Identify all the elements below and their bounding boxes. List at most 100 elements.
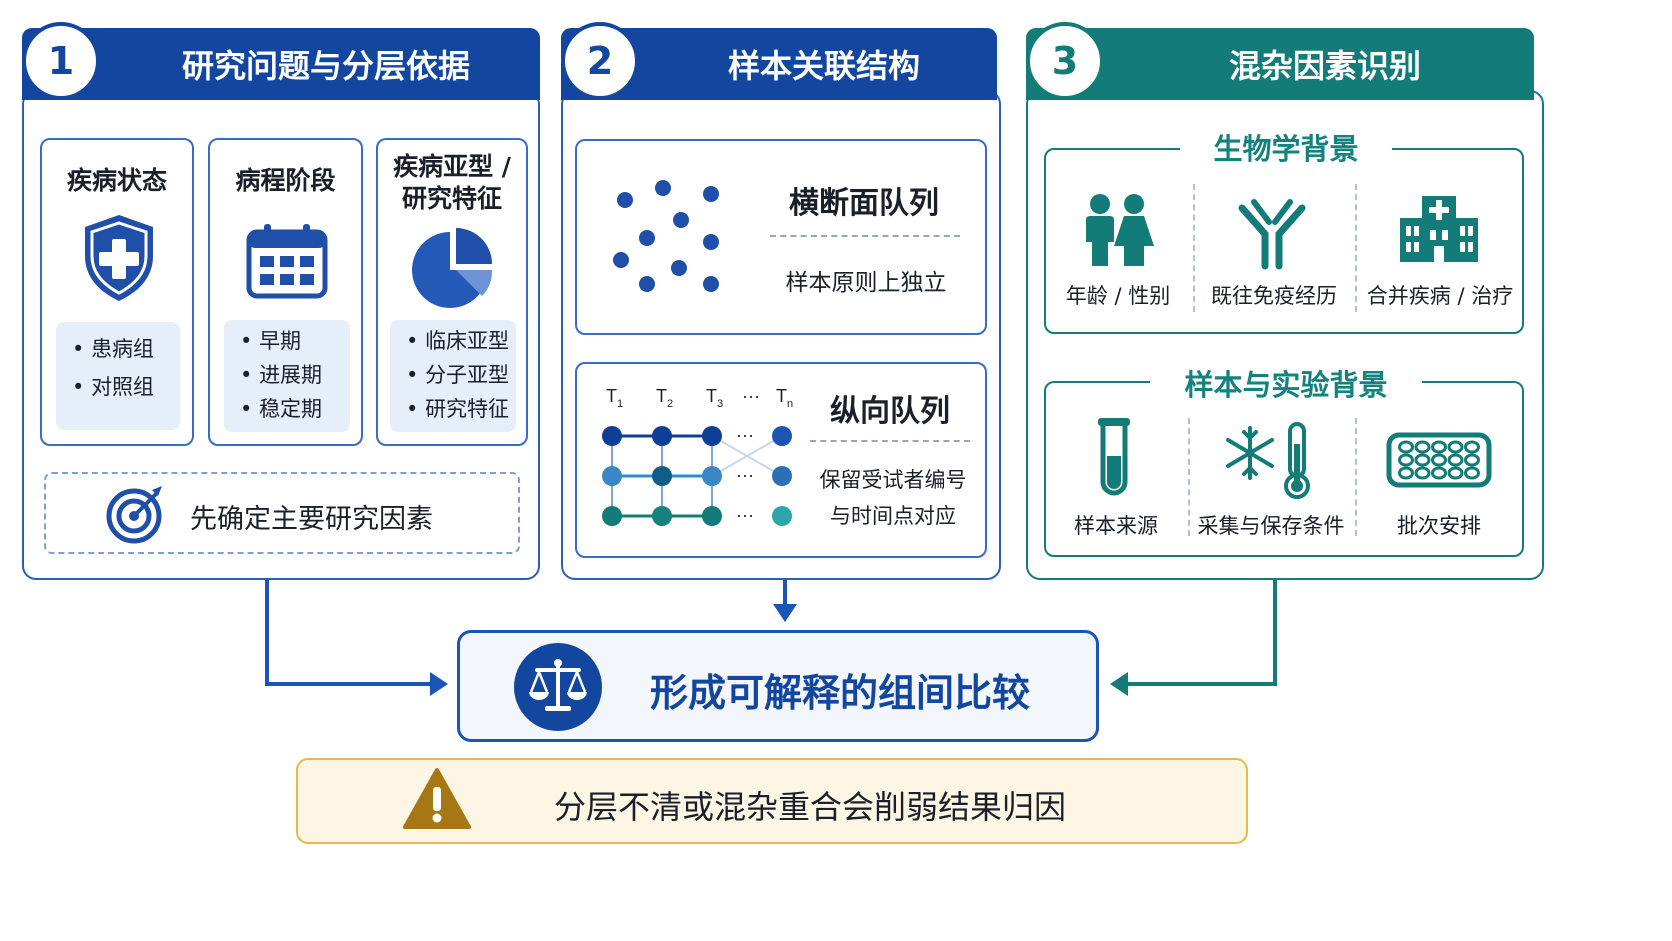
sample-node bbox=[772, 466, 792, 486]
plate-well bbox=[1447, 440, 1464, 454]
list-item: 临床亚型 bbox=[406, 324, 516, 358]
panel3-number: 3 bbox=[1026, 22, 1104, 100]
bio-item-label: 合并疾病 / 治疗 bbox=[1366, 284, 1514, 308]
main-factor-text: 先确定主要研究因素 bbox=[190, 504, 433, 535]
target-icon bbox=[106, 486, 162, 544]
plate-well bbox=[1414, 466, 1431, 480]
plate-well bbox=[1398, 440, 1414, 454]
plate-well bbox=[1447, 453, 1464, 467]
divider bbox=[1193, 184, 1195, 312]
panel3-title: 混杂因素识别 bbox=[1228, 47, 1421, 85]
plate-well bbox=[1414, 440, 1431, 454]
divider bbox=[810, 440, 970, 442]
people-icon bbox=[1086, 194, 1154, 266]
card-list: 患病组 对照组 bbox=[56, 322, 180, 430]
bio-item-label: 既往免疫经历 bbox=[1211, 284, 1337, 308]
plate-well bbox=[1431, 440, 1447, 454]
antibody-icon bbox=[1238, 199, 1306, 270]
sample-node bbox=[702, 466, 722, 486]
biological-background-title: 生物学背景 bbox=[1180, 126, 1392, 168]
plate-well bbox=[1431, 453, 1447, 467]
list-item: 患病组 bbox=[72, 330, 180, 368]
divider bbox=[770, 235, 960, 237]
plate-well bbox=[1464, 466, 1480, 480]
shield-cross-icon bbox=[85, 215, 153, 301]
ellipsis: ··· bbox=[736, 425, 754, 445]
plate-well bbox=[1447, 466, 1464, 480]
list-item: 分子亚型 bbox=[406, 358, 516, 392]
bio-item-label: 年龄 / 性别 bbox=[1065, 284, 1171, 308]
longitudinal-title: 纵向队列 bbox=[830, 394, 950, 429]
sample-node bbox=[772, 506, 792, 526]
timepoint-link bbox=[711, 435, 783, 477]
card-title-line2: 研究特征 bbox=[401, 184, 502, 213]
list-item: 研究特征 bbox=[406, 392, 516, 426]
arrow-left-head bbox=[430, 672, 448, 696]
sample-node bbox=[602, 426, 622, 446]
warning-icon bbox=[403, 768, 471, 829]
plate-well bbox=[1398, 453, 1414, 467]
balance-scale-icon bbox=[514, 643, 602, 731]
warning-text: 分层不清或混杂重合会削弱结果归因 bbox=[553, 788, 1066, 826]
pie-chart-icon bbox=[412, 228, 493, 308]
arrow-middle-head bbox=[773, 604, 797, 622]
sample-background-title: 样本与实验背景 bbox=[1150, 362, 1422, 404]
card-title-line1: 疾病亚型 / bbox=[393, 152, 511, 181]
sample-node bbox=[702, 426, 722, 446]
plate-well bbox=[1398, 466, 1414, 480]
well-plate-icon bbox=[1386, 432, 1492, 488]
panel1-title: 研究问题与分层依据 bbox=[181, 47, 470, 85]
ellipsis: ··· bbox=[736, 505, 754, 525]
card-disease-subtype: 疾病亚型 / 研究特征 临床亚型 分子亚型 研究特征 bbox=[376, 138, 528, 446]
longitudinal-desc-line2: 与时间点对应 bbox=[830, 504, 956, 528]
sample-node bbox=[602, 466, 622, 486]
card-title: 疾病状态 bbox=[66, 166, 167, 195]
cross-sectional-desc: 样本原则上独立 bbox=[785, 270, 947, 296]
hospital-icon bbox=[1400, 196, 1478, 262]
main-factor-box bbox=[44, 472, 520, 554]
sample-node bbox=[772, 426, 792, 446]
panel2-number: 2 bbox=[561, 22, 639, 100]
plate-well bbox=[1431, 466, 1447, 480]
arrow-left bbox=[265, 580, 436, 686]
sample-node bbox=[652, 466, 672, 486]
panel1-number: 1 bbox=[22, 22, 100, 100]
sample-node bbox=[652, 506, 672, 526]
test-tube-icon bbox=[1098, 418, 1130, 496]
arrow-right bbox=[1124, 580, 1277, 686]
panel3-header: 3 混杂因素识别 bbox=[1026, 22, 1534, 100]
card-list: 早期 进展期 稳定期 bbox=[224, 320, 350, 432]
sample-item-label: 采集与保存条件 bbox=[1197, 514, 1345, 538]
sample-item-label: 批次安排 bbox=[1397, 514, 1481, 538]
card-disease-state: 疾病状态 患病组 对照组 bbox=[40, 138, 194, 446]
plate-well bbox=[1464, 453, 1480, 467]
plate-well bbox=[1414, 453, 1431, 467]
time-label: ··· bbox=[742, 386, 760, 406]
panel2-header: 2 样本关联结构 bbox=[561, 22, 997, 100]
calendar-icon bbox=[246, 224, 328, 299]
sample-item-label: 样本来源 bbox=[1074, 514, 1158, 538]
sample-node bbox=[702, 506, 722, 526]
longitudinal-desc-line1: 保留受试者编号 bbox=[819, 468, 967, 492]
arrow-right-head bbox=[1110, 672, 1128, 696]
divider bbox=[1355, 418, 1357, 536]
list-item: 早期 bbox=[240, 324, 350, 358]
card-disease-stage: 病程阶段 早期 进展期 稳定期 bbox=[208, 138, 363, 446]
result-text: 形成可解释的组间比较 bbox=[649, 671, 1030, 715]
sample-node bbox=[652, 426, 672, 446]
card-title: 病程阶段 bbox=[235, 166, 336, 195]
list-item: 稳定期 bbox=[240, 392, 350, 426]
ellipsis: ··· bbox=[736, 465, 754, 485]
plate-well bbox=[1464, 440, 1480, 454]
sample-node bbox=[602, 506, 622, 526]
snowflake-thermometer-icon bbox=[1226, 422, 1310, 499]
list-item: 对照组 bbox=[72, 368, 180, 406]
cross-sectional-title: 横断面队列 bbox=[789, 186, 939, 221]
independent-samples-dots bbox=[613, 180, 719, 292]
panel1-header: 1 研究问题与分层依据 bbox=[22, 22, 540, 100]
divider bbox=[1188, 418, 1190, 536]
list-item: 进展期 bbox=[240, 358, 350, 392]
